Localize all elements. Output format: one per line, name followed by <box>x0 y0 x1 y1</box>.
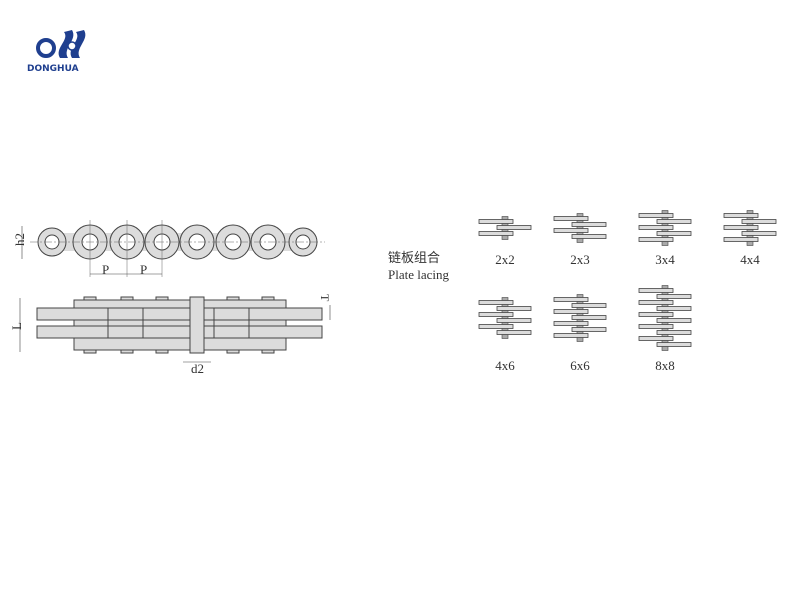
dim-t-label: T <box>318 294 332 302</box>
lacing-plate <box>496 306 532 311</box>
dim-d2-label: d2 <box>191 361 204 376</box>
pin <box>189 296 205 354</box>
lacing-icon-4x6 <box>478 297 532 339</box>
lacing-plate <box>741 231 777 236</box>
lacing-plate <box>656 342 692 347</box>
lacing-plate <box>478 324 514 329</box>
dim-pitch-label-1: P <box>102 262 109 277</box>
lacing-plate <box>553 321 589 326</box>
lacing-icons: 2x2 2x3 3x4 4x4 4x6 6x6 8x8 <box>478 210 777 373</box>
pin <box>661 285 669 351</box>
chain-side-view <box>21 220 325 277</box>
pin <box>576 213 584 243</box>
lacing-plate <box>656 330 692 335</box>
lacing-label: 2x3 <box>570 252 590 267</box>
pin-head <box>120 349 134 354</box>
lacing-plate <box>571 222 607 227</box>
lacing-label: 6x6 <box>570 358 590 373</box>
lacing-plate <box>723 237 759 242</box>
lacing-plate <box>553 297 589 302</box>
pin-head <box>83 296 97 301</box>
pin-head <box>261 349 275 354</box>
lacing-plate <box>553 309 589 314</box>
lacing-plate <box>723 225 759 230</box>
outer-plate-row <box>36 325 323 339</box>
lacing-plate <box>571 315 607 320</box>
pin-head <box>261 296 275 301</box>
lacing-icon-3x4 <box>638 210 692 246</box>
lacing-plate <box>478 300 514 305</box>
lacing-plate <box>741 219 777 224</box>
lacing-plate <box>553 216 589 221</box>
lacing-plate <box>478 312 514 317</box>
dim-h2-label: h2 <box>12 233 27 246</box>
lacing-plate <box>638 312 674 317</box>
lacing-icon-6x6 <box>553 294 607 342</box>
lacing-title-cn: 链板组合 <box>388 250 440 265</box>
lacing-icon-4x4 <box>723 210 777 246</box>
lacing-label: 8x8 <box>655 358 675 373</box>
lacing-plate <box>656 318 692 323</box>
lacing-plate <box>638 225 674 230</box>
outer-plate-row <box>36 307 323 321</box>
lacing-plate <box>496 225 532 230</box>
lacing-plate <box>638 237 674 242</box>
lacing-icon-8x8 <box>638 285 692 351</box>
lacing-plate <box>638 324 674 329</box>
chain-top-view <box>19 296 331 363</box>
pin-head <box>83 349 97 354</box>
pin-head <box>120 296 134 301</box>
lacing-icon-2x3 <box>553 213 607 243</box>
lacing-label: 4x6 <box>495 358 515 373</box>
lacing-plate <box>638 336 674 341</box>
lacing-plate <box>656 231 692 236</box>
lacing-plate <box>638 300 674 305</box>
lacing-plate <box>656 306 692 311</box>
lacing-label: 2x2 <box>495 252 515 267</box>
logo-text: DONGHUA <box>27 64 79 74</box>
lacing-plate <box>723 213 759 218</box>
lacing-plate <box>553 333 589 338</box>
pin-head <box>226 349 240 354</box>
lacing-plate <box>571 234 607 239</box>
lacing-plate <box>656 219 692 224</box>
pin-head <box>155 296 169 301</box>
lacing-plate <box>571 327 607 332</box>
lacing-plate <box>638 213 674 218</box>
lacing-plate <box>638 288 674 293</box>
lacing-icon-2x2 <box>478 216 532 240</box>
lacing-plate <box>496 330 532 335</box>
lacing-plate <box>571 303 607 308</box>
lacing-label: 3x4 <box>655 252 675 267</box>
dim-pitch-label-2: P <box>140 262 147 277</box>
pin <box>501 297 509 339</box>
lacing-plate <box>478 219 514 224</box>
pin-head <box>155 349 169 354</box>
pin-head <box>226 296 240 301</box>
lacing-title-en: Plate lacing <box>388 267 450 282</box>
donghua-logo: DONGHUA <box>27 30 86 74</box>
lacing-label: 4x4 <box>740 252 760 267</box>
lacing-plate <box>496 318 532 323</box>
lacing-plate <box>553 228 589 233</box>
dim-l-label: L <box>9 322 24 330</box>
lacing-plate <box>478 231 514 236</box>
lacing-plate <box>656 294 692 299</box>
